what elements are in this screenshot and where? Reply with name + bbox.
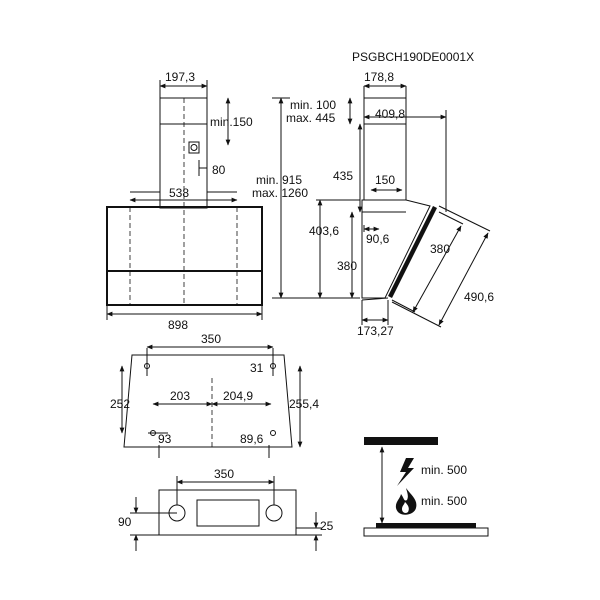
dim-bracket-203: 203 bbox=[170, 389, 190, 403]
dim-outlet-80: 80 bbox=[212, 163, 226, 177]
dim-small-90: 90,6 bbox=[366, 232, 390, 246]
dim-bracket-255: 255,4 bbox=[289, 397, 319, 411]
electric-icon bbox=[397, 458, 414, 486]
dim-bracket-93: 93 bbox=[158, 432, 172, 446]
gas-flame-icon bbox=[395, 488, 417, 515]
clearance-hob-top bbox=[376, 523, 476, 528]
mount-plate bbox=[158, 489, 297, 536]
mount-slot bbox=[196, 499, 260, 527]
model-code: PSGBCH190DE0001X bbox=[352, 50, 474, 64]
dim-min-100: min. 100 bbox=[290, 98, 336, 112]
bracket-hole bbox=[270, 430, 276, 436]
dim-mount-350: 350 bbox=[214, 467, 234, 481]
dim-min-915: min. 915 bbox=[256, 173, 302, 187]
dim-bracket-89: 89,6 bbox=[240, 432, 264, 446]
bracket-outline bbox=[123, 354, 293, 448]
dim-body-380: 380 bbox=[337, 259, 357, 273]
side-view: 178,8 min. 100 max. 445 409,8 435 150 40… bbox=[286, 70, 494, 338]
clearance-electric: min. 500 bbox=[421, 463, 467, 477]
mount-view: 350 90 25 bbox=[118, 467, 334, 551]
dim-bracket-204: 204,9 bbox=[223, 389, 253, 403]
bracket-view: 350 31 252 255,4 203 204,9 93 89,6 bbox=[110, 332, 319, 458]
dim-mount-25: 25 bbox=[320, 519, 334, 533]
front-view: 197,3 min.150 80 538 898 bbox=[106, 70, 263, 332]
outlet-symbol bbox=[188, 141, 200, 154]
dim-outlet-150: 150 bbox=[375, 173, 395, 187]
dim-hood-width: 898 bbox=[168, 318, 188, 332]
clearance-counter bbox=[363, 527, 489, 537]
dim-mount-90: 90 bbox=[118, 515, 132, 529]
dim-bracket-31: 31 bbox=[250, 361, 264, 375]
dim-min-150: min.150 bbox=[210, 115, 253, 129]
dim-depth-409: 409,8 bbox=[375, 107, 405, 121]
dim-glass-380: 380 bbox=[430, 242, 450, 256]
dim-max-445: max. 445 bbox=[286, 111, 336, 125]
dim-bracket-252: 252 bbox=[110, 397, 130, 411]
mount-hole bbox=[265, 504, 283, 522]
dim-bracket-350: 350 bbox=[201, 332, 221, 346]
clearance-hood bbox=[364, 437, 438, 445]
dim-chimney-height: 435 bbox=[333, 169, 353, 183]
dim-chimney-width: 197,3 bbox=[165, 70, 195, 84]
clearance-gas: min. 500 bbox=[421, 494, 467, 508]
height-range: min. 915 max. 1260 bbox=[252, 97, 360, 299]
dim-chimney-depth: 178,8 bbox=[364, 70, 394, 84]
clearance-view: min. 500 min. 500 bbox=[363, 437, 489, 537]
dim-glass-height: 403,6 bbox=[309, 224, 339, 238]
dim-glass-490: 490,6 bbox=[464, 290, 494, 304]
dim-bottom-173: 173,27 bbox=[357, 324, 394, 338]
dim-chimney-base: 538 bbox=[169, 186, 189, 200]
front-hood-body bbox=[106, 206, 263, 306]
dim-max-1260: max. 1260 bbox=[252, 186, 308, 200]
